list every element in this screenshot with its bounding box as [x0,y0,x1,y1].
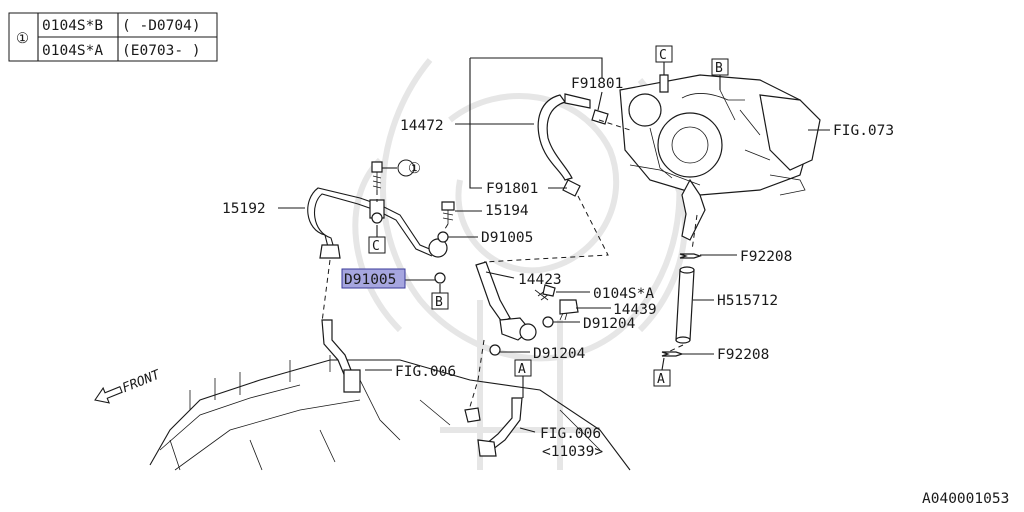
callout-15194[interactable]: 15194 [485,203,529,219]
svg-text:B: B [435,295,443,310]
callout-14472[interactable]: 14472 [400,118,444,134]
callout-d91204-right[interactable]: D91204 [583,316,636,332]
washer-d91005 [434,272,446,284]
ref-box-a2: A [653,369,671,387]
legend-table: ① 0104S*B ( -D0704) 0104S*A (E0703- ) [8,12,218,62]
legend-row2-part: 0104S*A [42,43,103,59]
pipe-15192 [307,187,448,259]
callout-fig006-lower[interactable]: FIG.006 [540,426,601,442]
diagram-code: A040001053 [922,491,1009,507]
svg-text:A: A [657,372,665,387]
callout-14439[interactable]: 14439 [613,302,657,318]
callout-14423[interactable]: 14423 [518,272,562,288]
ref-box-a1: A [514,359,532,377]
pipe-11039 [464,397,523,457]
highlight-d91005[interactable] [341,268,406,289]
bolt-0104sa [534,284,556,301]
connector-lines [321,119,698,411]
bolt-circle-one [371,159,415,190]
callout-11039[interactable]: <11039> [542,444,603,460]
callout-d91005-highlighted[interactable]: D91005 [344,272,396,288]
callout-f92208-bottom[interactable]: F92208 [717,347,769,363]
callout-f91801-bottom[interactable]: F91801 [486,181,538,197]
leader-lines [278,57,830,433]
callout-d91005-top[interactable]: D91005 [481,230,533,246]
svg-text:B: B [715,61,723,76]
circle-one-label: ① [408,161,421,177]
svg-text:A: A [518,362,526,377]
callout-f92208-top[interactable]: F92208 [740,249,792,265]
legend-row1-range: ( -D0704) [122,18,201,34]
hose-h515712 [661,253,702,357]
callout-fig073[interactable]: FIG.073 [833,123,894,139]
callout-fig006-upper[interactable]: FIG.006 [395,364,456,380]
front-arrow: FRONT [94,367,163,404]
legend-row2-range: (E0703- ) [122,43,201,59]
ref-box-c1: C [368,236,386,254]
pipe-fig006 [321,319,361,393]
pipe-14423 [475,261,537,356]
callout-f91801-top[interactable]: F91801 [571,76,623,92]
callout-0104sa[interactable]: 0104S*A [593,286,654,302]
callout-15192[interactable]: 15192 [222,201,266,217]
bolt-14439 [542,299,579,328]
engine-block [149,355,631,471]
turbocharger [619,74,821,241]
callout-h515712[interactable]: H515712 [717,293,778,309]
svg-text:C: C [372,239,380,254]
pipe-14472 [537,93,609,197]
ref-box-b2: B [711,58,729,76]
callout-d91204-left[interactable]: D91204 [533,346,586,362]
ref-box-c2: C [655,45,673,63]
legend-marker: ① [16,31,29,47]
legend-row1-part: 0104S*B [42,18,103,34]
front-label: FRONT [120,367,163,396]
bolt-15194 [437,201,455,243]
ref-box-b1: B [431,292,449,310]
svg-text:C: C [659,48,667,63]
